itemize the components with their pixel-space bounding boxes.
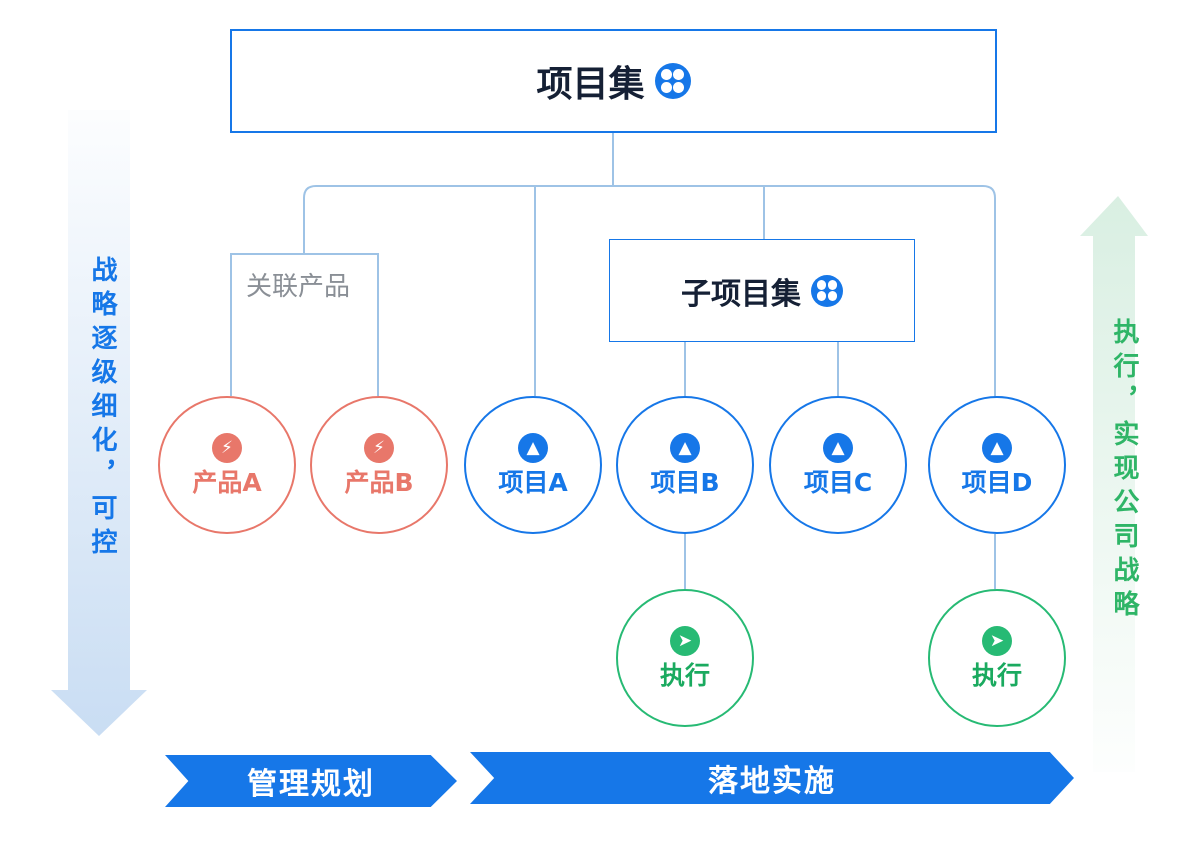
strategy-execution-text: 执行，实现公司战略 — [1109, 318, 1139, 624]
management-banner: 管理规划 — [165, 755, 457, 807]
strategy-refinement-text: 战略逐级细化，可控 — [87, 256, 117, 562]
project-node-b: ▲ 项目B — [616, 396, 754, 534]
cluster-icon — [811, 274, 843, 307]
program-set-box: 项目集 — [230, 29, 997, 133]
execution-label: 执行 — [971, 661, 1022, 691]
runner-icon: ➤ — [982, 626, 1012, 657]
project-node-a: ▲ 项目A — [464, 396, 602, 534]
execution-label: 执行 — [659, 661, 710, 691]
lightbulb-icon: ⚡ — [212, 433, 242, 464]
product-node-a: ⚡ 产品A — [158, 396, 296, 534]
cluster-icon — [654, 63, 691, 99]
right-up-arrow — [1080, 196, 1148, 772]
rocket-icon: ▲ — [670, 433, 700, 464]
project-label: 项目C — [803, 468, 873, 498]
execution-node-d: ➤ 执行 — [928, 589, 1066, 727]
rocket-icon: ▲ — [823, 433, 853, 464]
execution-node-b: ➤ 执行 — [616, 589, 754, 727]
runner-icon: ➤ — [670, 626, 700, 657]
product-label: 产品B — [344, 468, 414, 498]
sub-program-set-label: 子项目集 — [681, 276, 801, 312]
connector-horizontal — [303, 185, 996, 199]
tree-connectors — [303, 133, 996, 589]
project-node-d: ▲ 项目D — [928, 396, 1066, 534]
rocket-icon: ▲ — [982, 433, 1012, 464]
project-node-c: ▲ 项目C — [769, 396, 907, 534]
left-down-arrow — [51, 110, 147, 736]
management-banner-label: 管理规划 — [247, 767, 375, 802]
related-products-label: 关联产品 — [246, 272, 351, 302]
project-label: 项目A — [498, 468, 568, 498]
implementation-banner-label: 落地实施 — [708, 764, 836, 799]
project-label: 项目B — [650, 468, 720, 498]
related-products-bracket — [230, 253, 379, 396]
project-label: 项目D — [961, 468, 1033, 498]
sub-program-set-box: 子项目集 — [609, 239, 915, 342]
rocket-icon: ▲ — [518, 433, 548, 464]
product-node-b: ⚡ 产品B — [310, 396, 448, 534]
program-set-label: 项目集 — [536, 64, 645, 105]
product-label: 产品A — [192, 468, 262, 498]
lightbulb-icon: ⚡ — [364, 433, 394, 464]
implementation-banner: 落地实施 — [470, 752, 1074, 804]
